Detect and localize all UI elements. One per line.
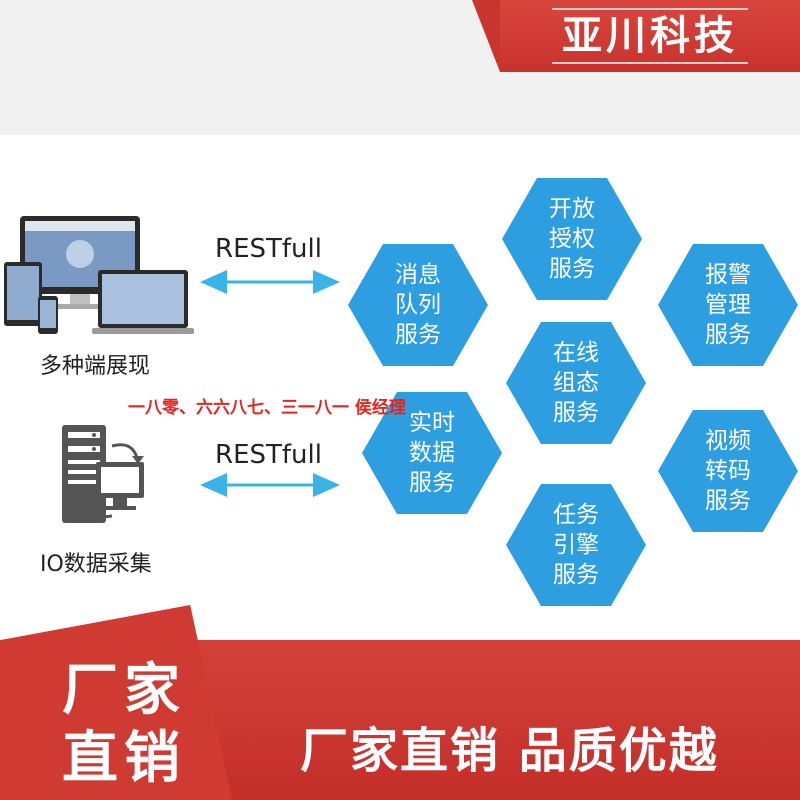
- hex-label: 消息 队列 服务: [395, 262, 441, 348]
- source-label-multi-device: 多种端展现: [40, 354, 151, 379]
- promo-slogan: 厂家直销 品质优越: [300, 723, 719, 779]
- hex-label: 在线 组态 服务: [553, 340, 599, 426]
- hex-label: 实时 数据 服务: [409, 410, 455, 496]
- hex-label: 报警 管理 服务: [705, 262, 751, 348]
- hex-label: 任务 引擎 服务: [553, 502, 599, 588]
- hex-realtime-service: 实时 数据 服务: [362, 392, 502, 514]
- brand-banner: 亚川科技: [472, 0, 800, 72]
- brand-name: 亚川科技: [552, 8, 748, 64]
- contact-overlay-text: 一八零、六六八七、三一八一 侯经理: [128, 398, 406, 418]
- server-monitor-icon: [62, 425, 144, 523]
- multi-device-icon: [4, 216, 194, 334]
- corner-text-line1: 厂家: [62, 658, 186, 723]
- connection-label-1: RESTfull: [215, 234, 322, 264]
- hex-label: 开放 授权 服务: [549, 196, 595, 282]
- source-label-io: IO数据采集: [40, 552, 152, 577]
- hex-label: 视频 转码 服务: [705, 428, 751, 514]
- hex-queue-service: 消息 队列 服务: [348, 244, 488, 366]
- connection-label-2: RESTfull: [215, 440, 322, 470]
- corner-text-line2: 直销: [62, 726, 186, 791]
- promo-corner: [0, 605, 232, 800]
